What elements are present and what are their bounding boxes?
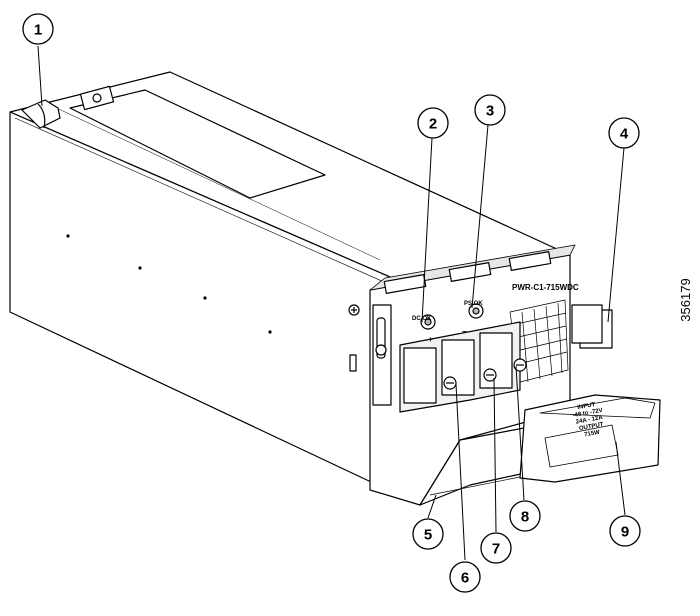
callout-4: 4: [608, 117, 640, 149]
plus-sign: +: [428, 335, 433, 344]
callout-2: 2: [417, 107, 449, 139]
svg-text:3: 3: [486, 103, 494, 120]
terminal-ground: [479, 332, 513, 389]
callout-8: 8: [509, 500, 541, 532]
power-supply-unit: [9, 71, 661, 506]
svg-text:8: 8: [521, 509, 529, 526]
svg-text:INPUT: INPUT: [577, 402, 596, 411]
svg-text:-48 to -72V: -48 to -72V: [572, 408, 603, 419]
callout-5: 5: [412, 518, 444, 550]
model-label: PWR-C1-715WDC: [512, 283, 579, 292]
cover-label: INPUT -48 to -72V 24A - 12A OUTPUT 715W: [572, 402, 605, 439]
callout-1: 1: [22, 13, 54, 45]
svg-text:2: 2: [429, 116, 437, 133]
svg-text:5: 5: [424, 527, 432, 544]
svg-text:1: 1: [34, 22, 42, 39]
svg-text:6: 6: [461, 570, 469, 587]
callout-7: 7: [480, 532, 512, 564]
svg-text:OUTPUT: OUTPUT: [579, 422, 605, 432]
svg-text:4: 4: [620, 126, 629, 143]
callout-9: 9: [609, 515, 641, 547]
terminal-block: [399, 321, 527, 413]
release-latch: [21, 85, 115, 129]
svg-text:715W: 715W: [584, 430, 601, 439]
psu-top-label-panel: [69, 89, 326, 199]
terminal-block-cover: [519, 394, 661, 483]
svg-text:7: 7: [492, 541, 500, 558]
svg-text:24A - 12A: 24A - 12A: [575, 415, 603, 426]
side-connector: [571, 304, 613, 349]
terminal-positive: [403, 347, 437, 404]
callout-6: 6: [449, 561, 481, 593]
figure-id: 356179: [678, 278, 693, 321]
ps-ok-label: PS OK: [464, 301, 483, 307]
callout-3: 3: [474, 94, 506, 126]
svg-text:9: 9: [621, 524, 629, 541]
leader-lines: [37, 45, 626, 561]
minus-sign: −: [462, 327, 467, 336]
